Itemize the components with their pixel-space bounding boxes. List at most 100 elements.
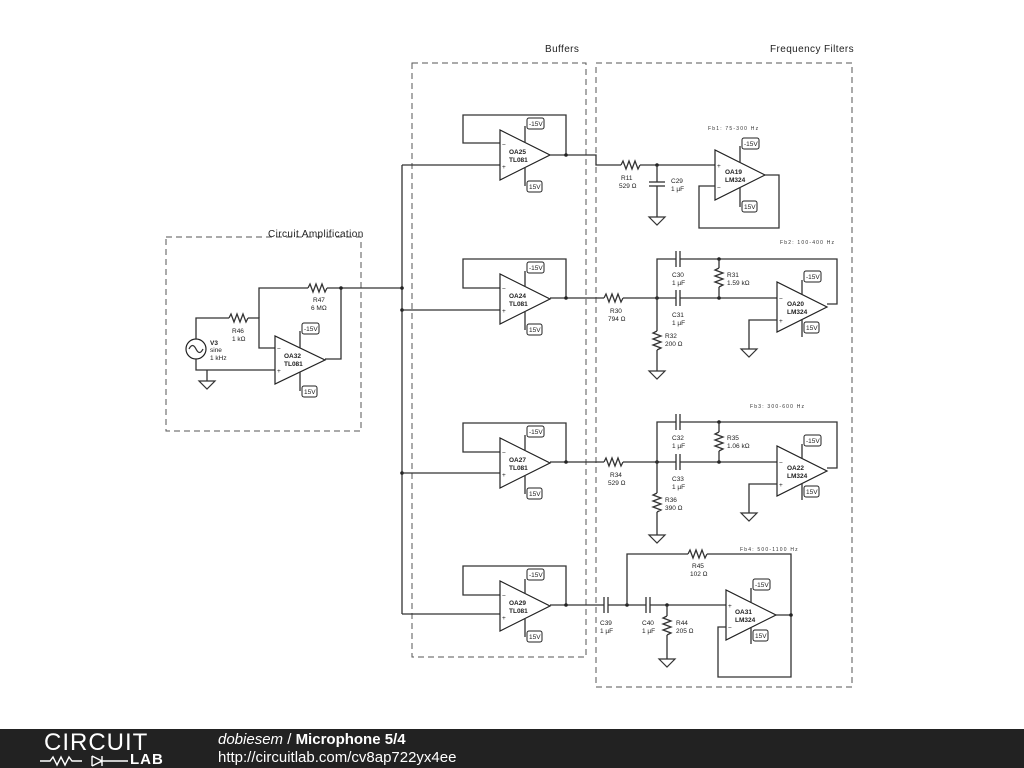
- c29-name: C29: [671, 178, 683, 185]
- filter-4: Fb4: 500-1100 Hz C39 1 µF C40 1 µF R45 1…: [600, 547, 799, 678]
- svg-text:−: −: [277, 346, 281, 353]
- svg-text:+: +: [717, 163, 721, 170]
- svg-text:15V: 15V: [304, 389, 316, 396]
- c30-name: C30: [672, 272, 684, 279]
- svg-text:-15V: -15V: [304, 326, 318, 333]
- oa31-name: OA31: [735, 609, 752, 616]
- oa20-opamp: [776, 281, 829, 333]
- svg-text:-15V: -15V: [806, 274, 820, 281]
- oa20-model: LM324: [787, 309, 808, 316]
- svg-text:15V: 15V: [806, 325, 818, 332]
- svg-text:+: +: [502, 308, 506, 315]
- oa20-pos-supply: [803, 321, 820, 334]
- oa19-name: OA19: [725, 169, 742, 176]
- svg-text:-15V: -15V: [529, 265, 543, 272]
- ground-icon: [648, 529, 666, 544]
- svg-text:15V: 15V: [755, 633, 767, 640]
- r35-value: 1.06 kΩ: [727, 443, 750, 450]
- oa20-name: OA20: [787, 301, 804, 308]
- r47-resistor: [307, 282, 328, 294]
- title-separator: /: [283, 731, 296, 748]
- oa19-model: LM324: [725, 177, 746, 184]
- oa31-model: LM324: [735, 617, 756, 624]
- ground-icon: [658, 653, 676, 668]
- buffer-oa25: −+ OA25 TL081 -15V 15V: [462, 114, 621, 193]
- signal-bus: [400, 164, 500, 615]
- buffers-group: [411, 62, 587, 658]
- v3-freq: 1 kHz: [210, 355, 227, 362]
- r32-resistor: [651, 330, 663, 351]
- logo-wave-icon: [40, 755, 128, 767]
- oa25-neg-supply: [526, 117, 545, 130]
- oa31-opamp: [725, 589, 778, 641]
- svg-text:-15V: -15V: [529, 429, 543, 436]
- circuit-amplification-group: [165, 236, 362, 432]
- circuit-name: Microphone 5/4: [295, 731, 406, 748]
- oa20-neg-supply: [803, 270, 822, 283]
- svg-text:+: +: [728, 603, 732, 610]
- circuitlab-logo[interactable]: CIRCUIT LAB: [40, 731, 180, 767]
- oa29-pos-supply: [526, 630, 543, 643]
- oa25-pos-supply: [526, 180, 543, 193]
- svg-text:-15V: -15V: [755, 582, 769, 589]
- c31-value: 1 µF: [672, 320, 685, 327]
- r30-resistor: [603, 292, 624, 304]
- r36-name: R36: [665, 497, 677, 504]
- oa24-model: TL081: [509, 301, 528, 308]
- c32-name: C32: [672, 435, 684, 442]
- r11-name: R11: [621, 175, 633, 182]
- amp-group-label: Circuit Amplification: [268, 229, 364, 240]
- svg-text:15V: 15V: [806, 489, 818, 496]
- circuit-url[interactable]: http://circuitlab.com/cv8ap722yx4ee: [218, 749, 457, 766]
- filter-2: Fb2: 100-400 Hz R30 794 Ω C30 1 µF C31 1…: [603, 240, 838, 380]
- oa22-pos-supply: [803, 485, 820, 498]
- oa25-name: OA25: [509, 149, 526, 156]
- ground-icon: [740, 343, 758, 358]
- r46-value: 1 kΩ: [232, 336, 246, 343]
- svg-text:−: −: [502, 142, 506, 149]
- svg-text:−: −: [502, 286, 506, 293]
- oa19-pos-supply: [741, 200, 758, 213]
- oa24-pos-supply: [526, 323, 543, 336]
- buffer-oa24: −+ OA24 TL081 -15V 15V: [462, 258, 604, 336]
- r34-value: 529 Ω: [608, 480, 626, 487]
- oa31-pos-supply: [752, 629, 769, 642]
- r45-name: R45: [692, 563, 704, 570]
- oa27-pos-supply: [526, 487, 543, 500]
- svg-text:-15V: -15V: [529, 572, 543, 579]
- author-name[interactable]: dobiesem: [218, 731, 284, 748]
- c33-value: 1 µF: [672, 484, 685, 491]
- svg-text:+: +: [502, 472, 506, 479]
- oa22-name: OA22: [787, 465, 804, 472]
- svg-text:−: −: [779, 460, 783, 467]
- ground-icon: [740, 507, 758, 522]
- svg-text:15V: 15V: [529, 184, 541, 191]
- r36-resistor: [651, 492, 663, 513]
- oa27-name: OA27: [509, 457, 526, 464]
- r44-name: R44: [676, 620, 688, 627]
- oa32-pos-supply: [301, 385, 318, 398]
- filter-1-note: Fb1: 75-300 Hz: [708, 126, 759, 132]
- c33-name: C33: [672, 476, 684, 483]
- oa24-name: OA24: [509, 293, 526, 300]
- r44-resistor: [661, 615, 673, 636]
- oa29-opamp: [499, 580, 552, 632]
- oa19-neg-supply: [741, 137, 760, 150]
- svg-text:−: −: [728, 625, 732, 632]
- svg-text:+: +: [277, 368, 281, 375]
- r46-name: R46: [232, 328, 244, 335]
- oa22-opamp: [776, 445, 829, 497]
- c32-value: 1 µF: [672, 443, 685, 450]
- svg-text:-15V: -15V: [744, 141, 758, 148]
- filters-group-label: Frequency Filters: [770, 44, 854, 55]
- c39-name: C39: [600, 620, 612, 627]
- oa27-neg-supply: [526, 425, 545, 438]
- ground-icon: [198, 375, 216, 390]
- r31-resistor: [713, 267, 725, 288]
- filter-4-note: Fb4: 500-1100 Hz: [740, 547, 799, 553]
- oa25-model: TL081: [509, 157, 528, 164]
- oa29-name: OA29: [509, 600, 526, 607]
- c40-name: C40: [642, 620, 654, 627]
- r34-name: R34: [610, 472, 622, 479]
- svg-text:−: −: [717, 185, 721, 192]
